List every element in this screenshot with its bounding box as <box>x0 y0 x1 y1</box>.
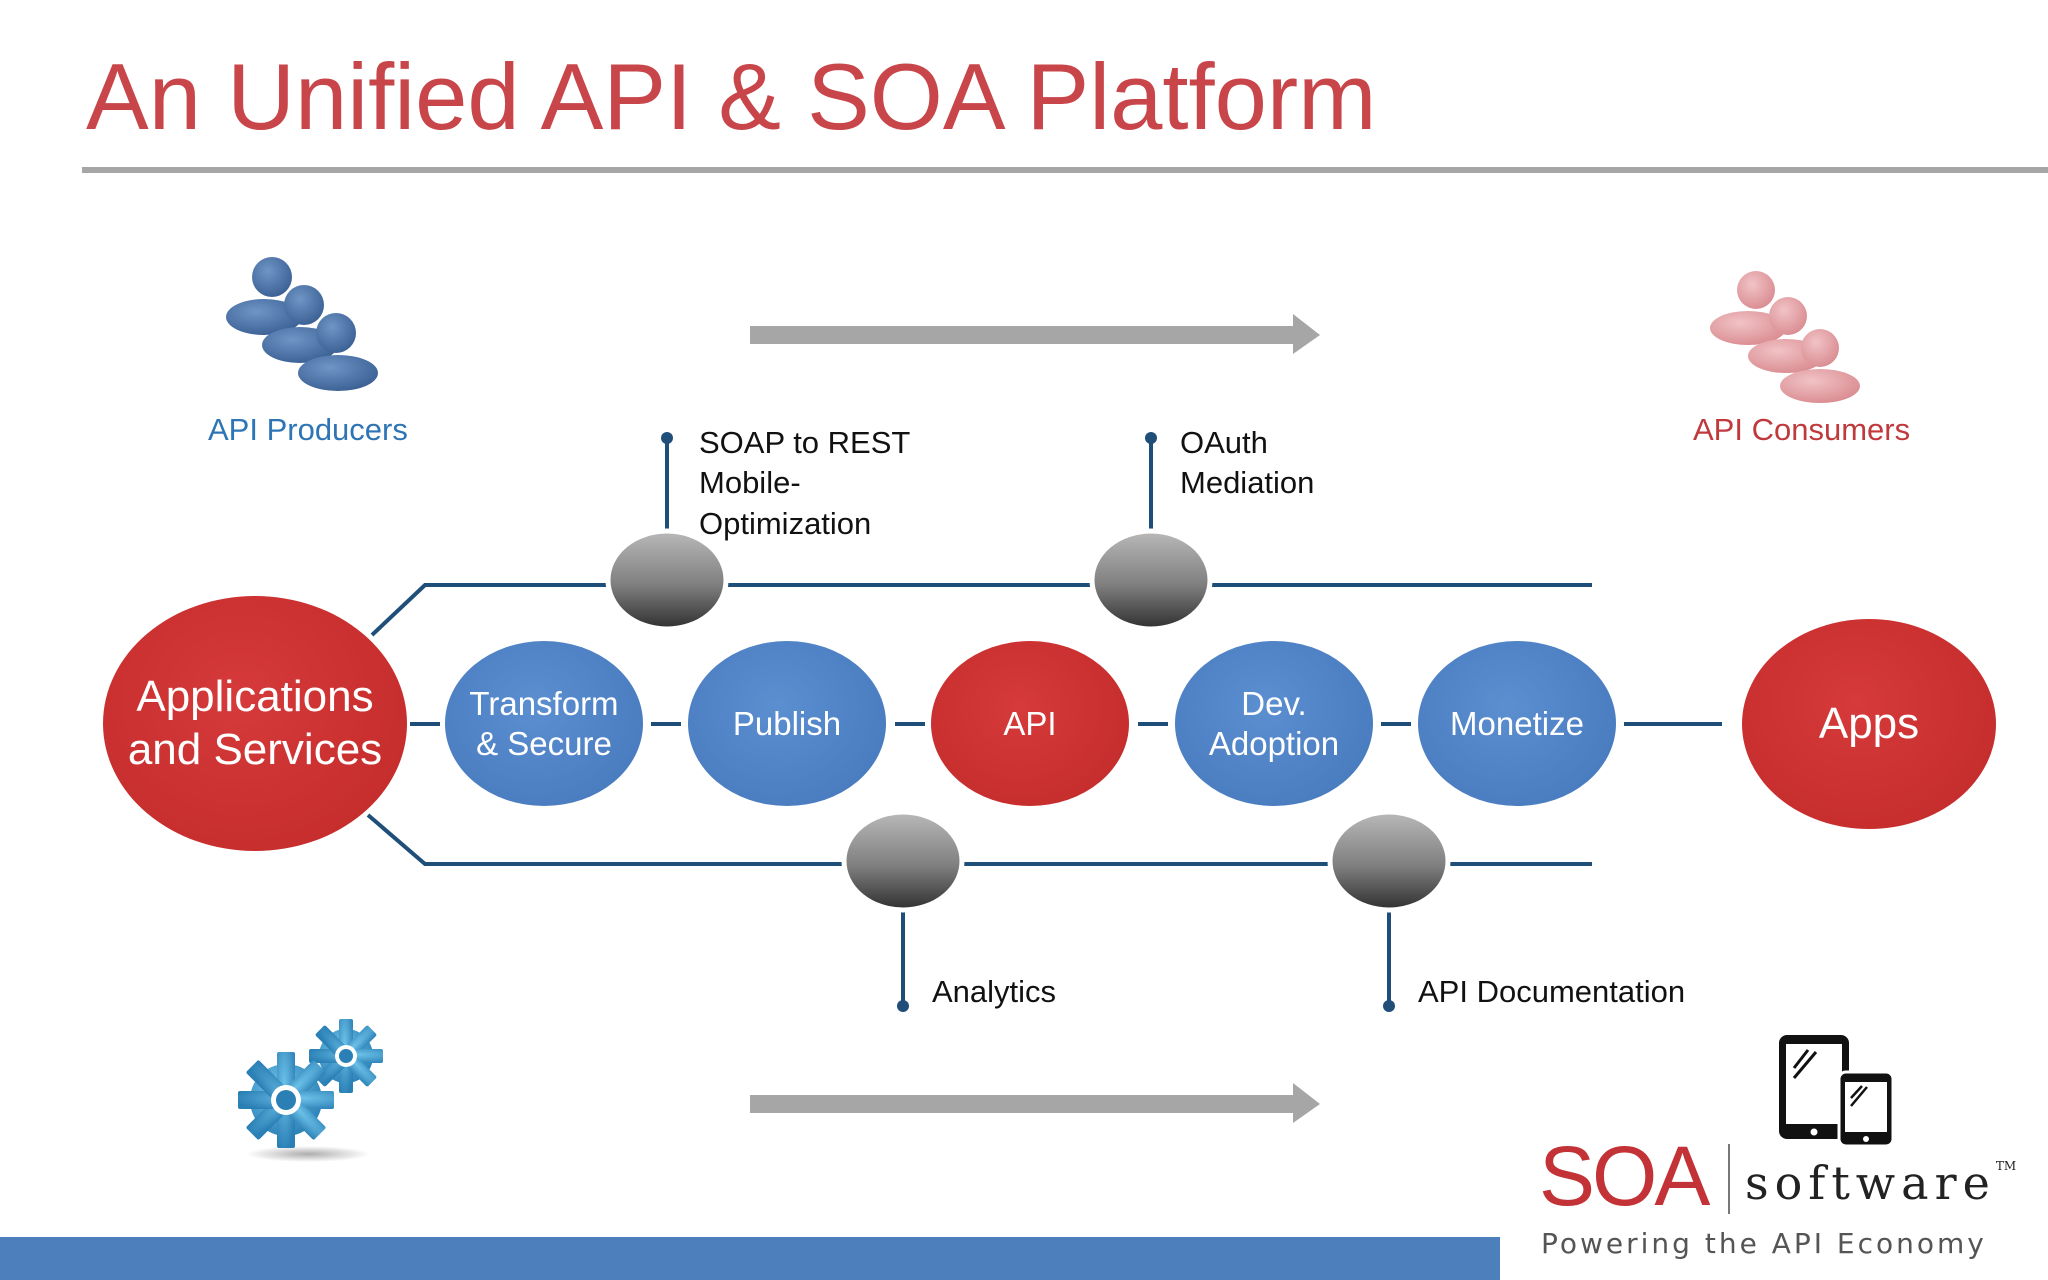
policy-node-docs <box>1327 809 1451 913</box>
footer-bar <box>0 1237 1500 1280</box>
api-consumers-label: API Consumers <box>1693 412 1911 447</box>
top-flow-arrow <box>750 314 1320 354</box>
dev-adoption-node: Dev.Adoption <box>1175 641 1373 806</box>
logo-divider <box>1728 1144 1730 1214</box>
api-consumers-icon <box>1710 271 1860 403</box>
logo-product: softwareTM <box>1745 1156 2017 1210</box>
soap-to-rest-callout: SOAP to REST Mobile- Optimization <box>699 425 911 541</box>
monetize-node: Monetize <box>1418 641 1616 806</box>
slide-title: An Unified API & SOA Platform <box>86 44 1377 149</box>
bottom-flow-arrow <box>750 1083 1320 1123</box>
analytics-callout: Analytics <box>932 974 1057 1009</box>
soa-software-logo: SOA softwareTM Powering the API Economy <box>1535 1129 2016 1267</box>
policy-node-oauth <box>1089 528 1213 632</box>
logo-tagline: Powering the API Economy <box>1541 1227 1987 1260</box>
api-node: API <box>931 641 1129 806</box>
logo-brand: SOA <box>1539 1129 1710 1223</box>
transform-secure-node: Transform& Secure <box>445 641 643 806</box>
api-documentation-callout: API Documentation <box>1418 974 1686 1009</box>
bottom-track <box>366 813 1592 866</box>
api-producers-label: API Producers <box>208 412 408 447</box>
policy-node-soap <box>605 528 729 632</box>
publish-node: Publish <box>688 641 886 806</box>
mobile-devices-icon <box>1779 1035 1895 1147</box>
gears-icon <box>238 1019 383 1162</box>
top-track <box>370 583 1592 637</box>
api-producers-icon <box>226 257 378 391</box>
title-divider <box>82 167 2048 173</box>
apps-node: Apps <box>1742 619 1996 829</box>
policy-node-analytics <box>841 809 965 913</box>
oauth-callout: OAuth Mediation <box>1180 425 1315 501</box>
